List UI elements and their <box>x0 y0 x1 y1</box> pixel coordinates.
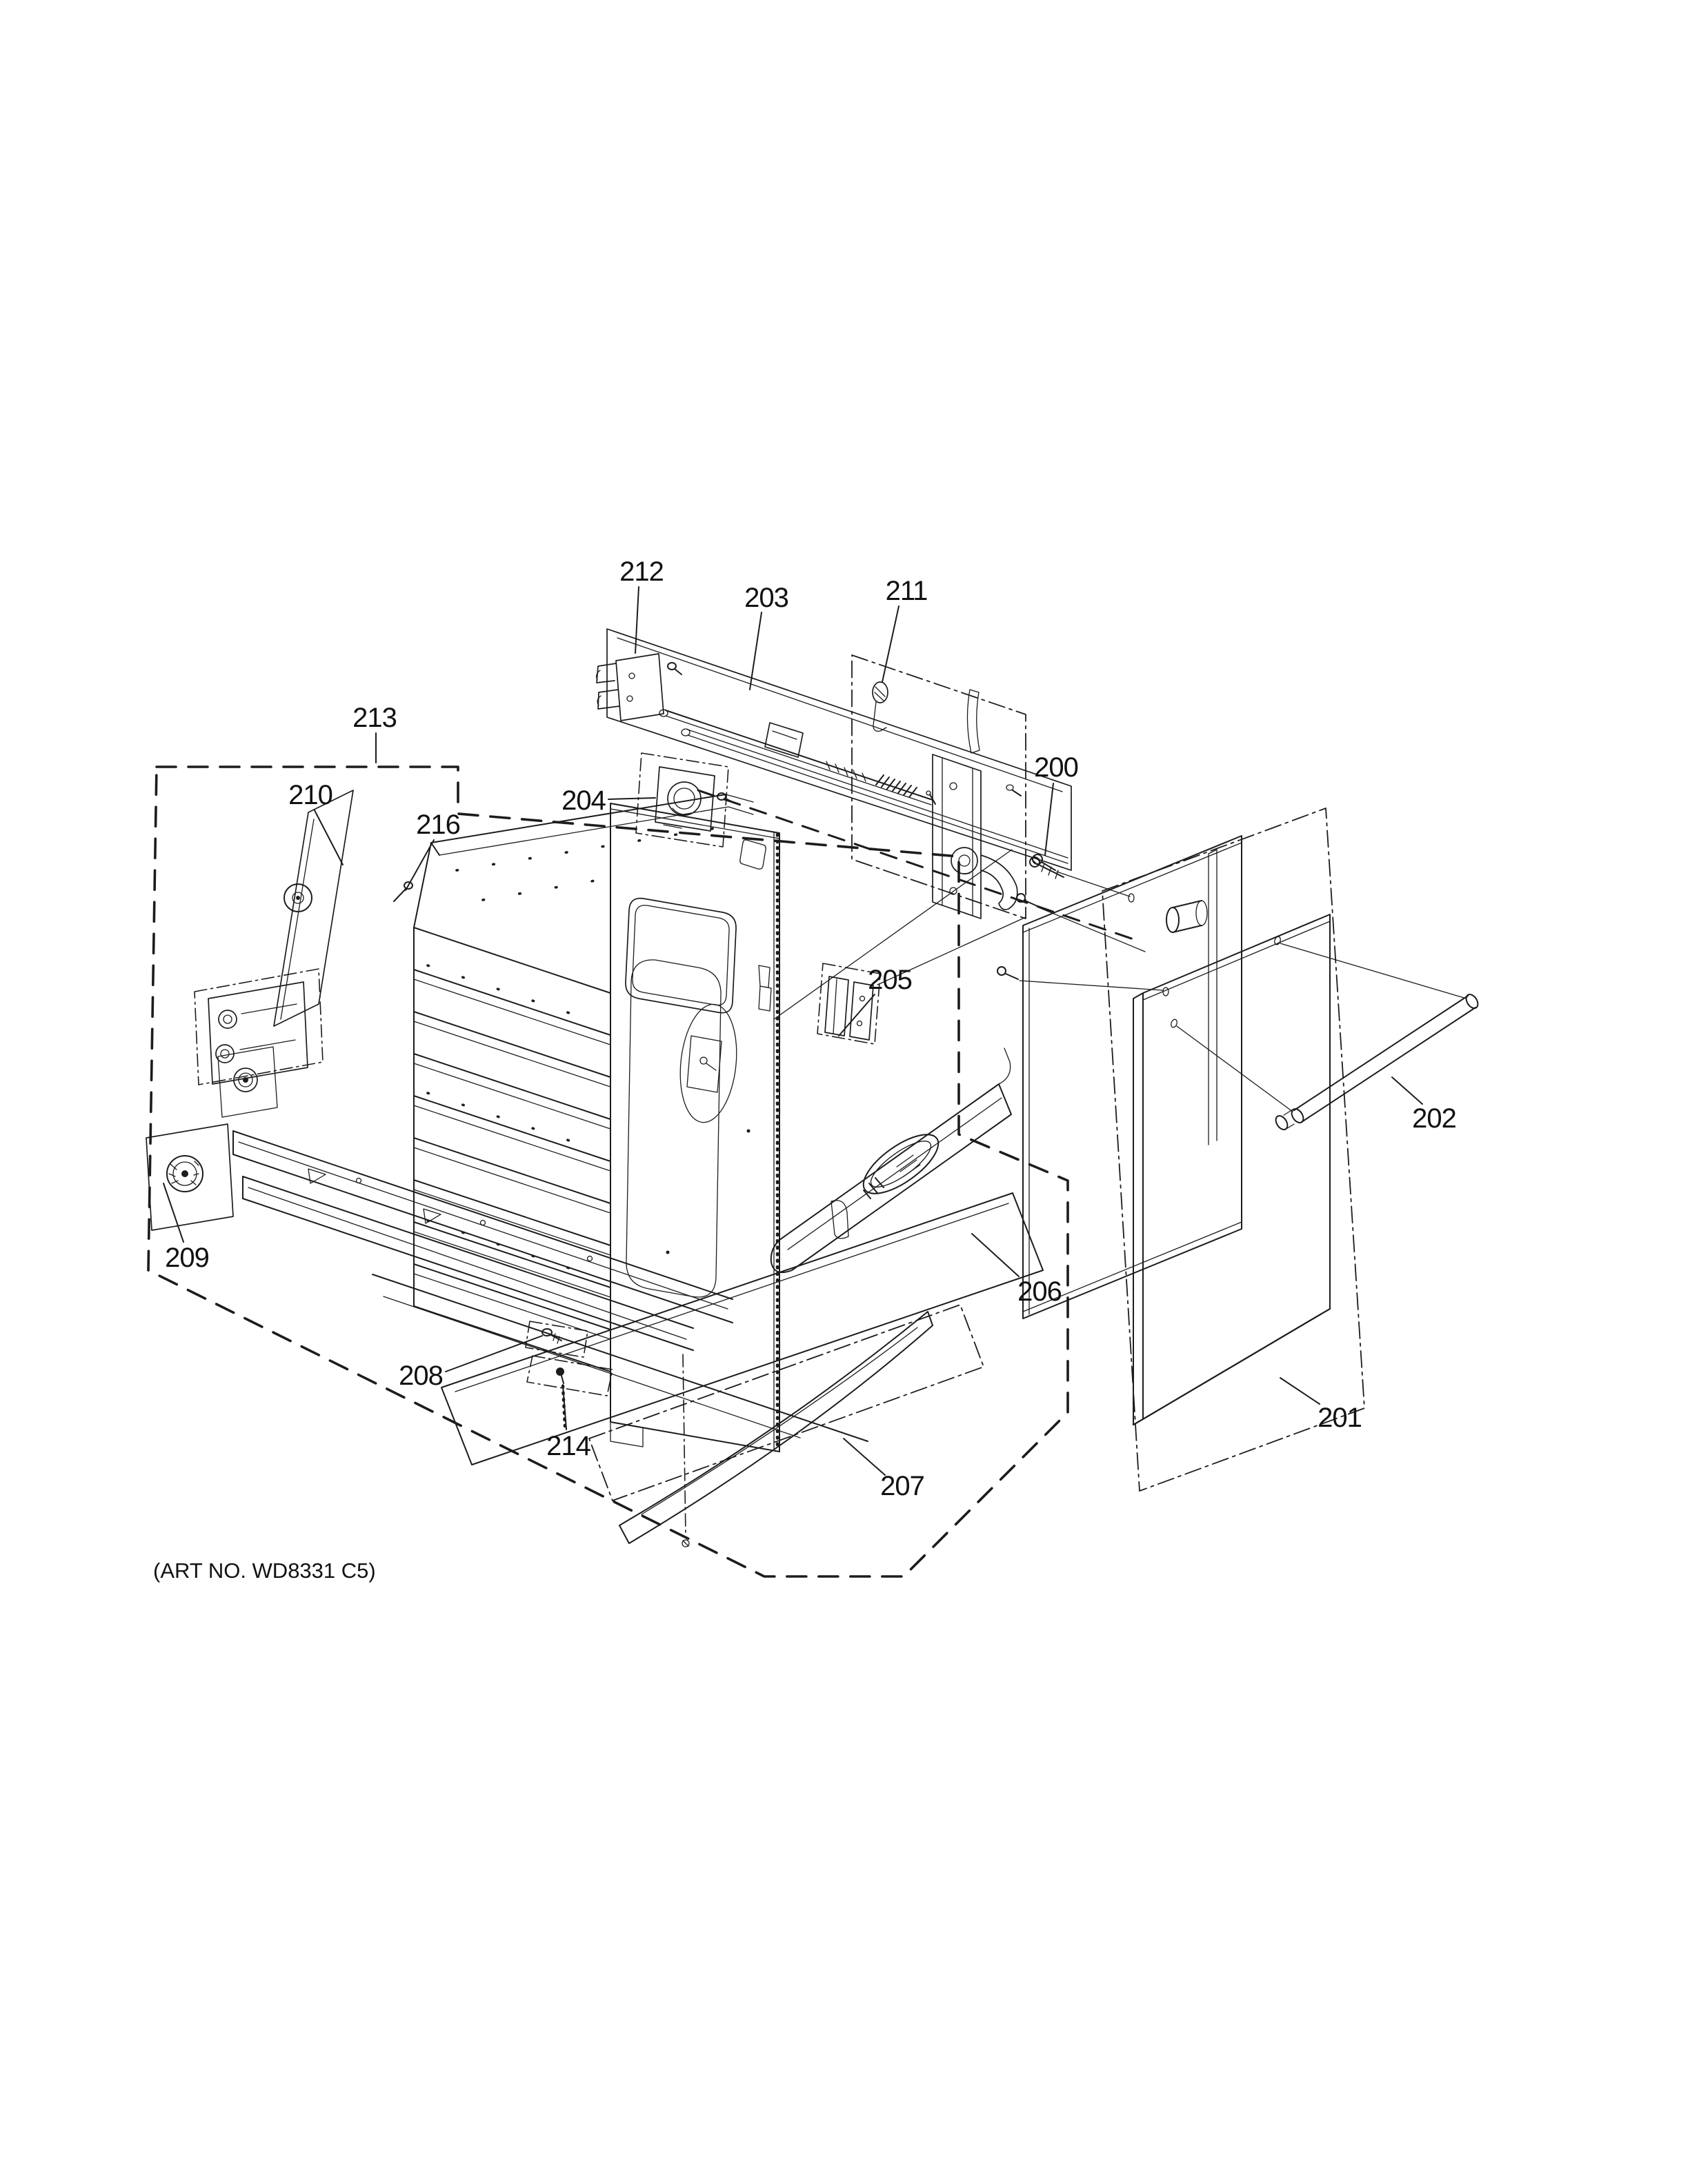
slatted-front-face <box>413 927 611 1372</box>
part-label-212: 212 <box>619 557 664 587</box>
screw-208-plate <box>525 1321 588 1358</box>
latch-strike-205 <box>773 849 1026 1045</box>
handle-bar-emblem <box>770 1048 1012 1273</box>
part-label-216: 216 <box>416 810 460 840</box>
door-body <box>413 794 780 1452</box>
screw-214-plate <box>526 1355 613 1428</box>
leader-212 <box>635 586 639 654</box>
region-outline-213 <box>147 765 1143 1578</box>
leader-202 <box>1391 1076 1423 1105</box>
part-label-209: 209 <box>165 1243 209 1273</box>
leader-lines <box>163 586 1423 1476</box>
art-number: (ART NO. WD8331 C5) <box>153 1559 376 1583</box>
leader-210 <box>314 810 344 865</box>
part-label-204: 204 <box>561 785 606 816</box>
part-label-208: 208 <box>399 1361 443 1391</box>
hinge-bracket-212 <box>596 653 682 721</box>
part-label-200: 200 <box>1034 752 1078 783</box>
part-label-206: 206 <box>1017 1276 1062 1307</box>
inner-liner-panel <box>610 803 780 1452</box>
hinge-receiver-204 <box>635 752 736 848</box>
part-label-202: 202 <box>1412 1103 1456 1134</box>
part-label-203: 203 <box>744 583 788 613</box>
part-label-210: 210 <box>288 780 332 810</box>
screw-216 <box>393 881 413 902</box>
part-label-201: 201 <box>1318 1403 1362 1433</box>
hinge-loop-bracket <box>194 968 324 1085</box>
inner-door-panel <box>997 835 1242 1319</box>
leader-206 <box>971 1233 1020 1277</box>
leader-211 <box>882 605 899 683</box>
leader-209 <box>163 1183 184 1243</box>
leader-208 <box>445 1335 543 1372</box>
door-spring-rod <box>659 709 936 805</box>
top-hinge-rail-assembly <box>596 628 1072 919</box>
leader-200 <box>1044 783 1054 856</box>
latch-keeper-211 <box>872 681 888 732</box>
panel-screws <box>997 854 1164 991</box>
leader-214 <box>562 1384 567 1430</box>
part-label-213: 213 <box>352 703 397 733</box>
curved-trim-207 <box>588 1304 984 1547</box>
grommet-209 <box>146 1046 278 1231</box>
leader-201 <box>1280 1377 1320 1405</box>
part-labels: 200 201 202 203 204 205 206 207 208 209 … <box>165 557 1457 1501</box>
detail-bubble <box>679 1003 737 1123</box>
latch-lever-blade <box>966 689 980 754</box>
part-label-207: 207 <box>880 1471 924 1501</box>
outer-door-panel-201 <box>1133 914 1331 1425</box>
mounting-rails <box>232 1130 868 1442</box>
door-outline-box <box>1102 808 1365 1492</box>
bushing <box>1166 900 1208 933</box>
side-bracket-210 <box>273 790 354 1027</box>
leader-207 <box>843 1438 886 1476</box>
leader-204 <box>608 797 656 800</box>
leader-205 <box>838 994 875 1036</box>
access-panel-206 <box>441 1192 1044 1465</box>
part-label-211: 211 <box>886 576 928 606</box>
spring-coil <box>875 774 917 798</box>
door-handle-202 <box>1176 943 1479 1130</box>
part-label-205: 205 <box>868 965 912 995</box>
part-label-214: 214 <box>546 1431 590 1461</box>
leader-203 <box>749 612 762 690</box>
door-latch-assembly <box>932 754 1022 919</box>
leader-216 <box>405 839 435 891</box>
